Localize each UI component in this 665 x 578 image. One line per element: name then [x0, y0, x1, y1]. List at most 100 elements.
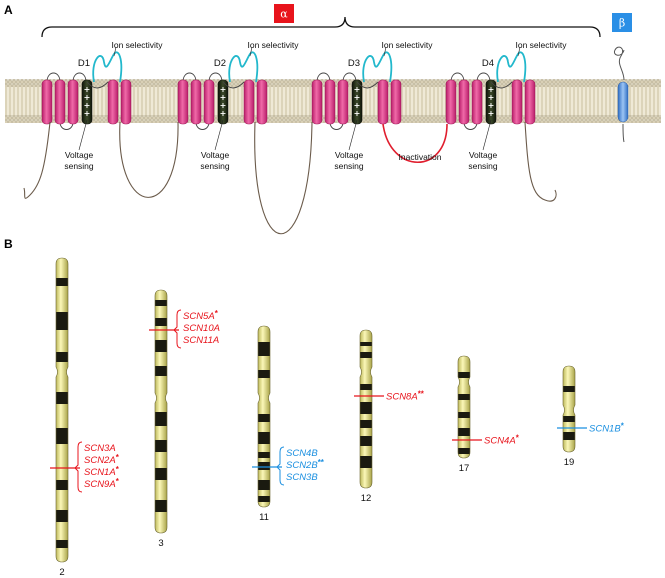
chromosome-band — [258, 370, 270, 378]
sensing-label: sensing — [334, 161, 364, 171]
voltage-label: Voltage — [469, 150, 498, 160]
intracellular-linker — [119, 121, 179, 198]
transmembrane-helix — [177, 79, 189, 125]
inactivation-label: Inactivation — [399, 152, 442, 162]
pore-loop — [362, 51, 393, 83]
chromosome-number: 17 — [459, 463, 470, 474]
chromosome-band — [56, 510, 68, 522]
gene-label: SCN11A — [183, 335, 219, 346]
positive-charge: + — [354, 93, 361, 102]
ion-selectivity-label: Ion selectivity — [381, 40, 433, 50]
chromosome-band — [458, 428, 470, 436]
positive-charge: + — [84, 109, 91, 118]
positive-charge: + — [488, 93, 495, 102]
chromosome-band — [155, 300, 167, 306]
chromosome-band — [258, 414, 270, 422]
chromosome-number: 2 — [59, 567, 64, 578]
chromosome-band — [258, 496, 270, 502]
transmembrane-helix — [524, 79, 536, 125]
gene-label: SCN9A* — [84, 477, 120, 490]
alpha-symbol: α — [280, 8, 288, 21]
pore-loop — [92, 51, 123, 83]
sensing-label: sensing — [64, 161, 94, 171]
gene-bracket — [173, 309, 182, 349]
chromosome-band — [360, 352, 372, 358]
beta-subunit — [613, 46, 629, 143]
ion-selectivity-label: Ion selectivity — [247, 40, 299, 50]
chromosome-band — [258, 452, 270, 458]
chromosome-band — [155, 340, 167, 352]
gene-label: SCN2A* — [84, 453, 120, 466]
chromosome-body — [458, 356, 470, 458]
domain-label: D2 — [214, 58, 226, 69]
gene-label: SCN1B* — [589, 422, 625, 435]
chromosome-ideograms: 2SCN3ASCN2A*SCN1A*SCN9A*3SCN5A*SCN10ASCN… — [50, 257, 625, 578]
positive-charge: + — [488, 101, 495, 110]
chromosome-band — [258, 342, 270, 356]
domain-label: D3 — [348, 58, 360, 69]
domain-3: ++++ — [254, 51, 402, 235]
chromosome-band — [258, 480, 270, 490]
positive-charge: + — [84, 93, 91, 102]
chromosome-band — [56, 352, 68, 362]
transmembrane-helix — [390, 79, 402, 125]
gene-label: SCN3A — [84, 443, 116, 454]
voltage-label: Voltage — [65, 150, 94, 160]
gene-label: SCN5A* — [183, 309, 219, 322]
chromosome-band — [56, 540, 68, 548]
n-terminus — [23, 121, 51, 199]
chromosome-band — [360, 456, 372, 468]
voltage-sensor-s4-helix — [81, 79, 93, 125]
panel-a-label: A — [4, 3, 13, 17]
chromosome-band — [56, 428, 68, 444]
chromosome-band — [458, 412, 470, 418]
alpha-brace — [41, 16, 601, 38]
chromosome-band — [360, 436, 372, 446]
chromosome-band — [563, 432, 575, 440]
positive-charge: + — [84, 85, 91, 94]
transmembrane-helix — [41, 79, 53, 125]
chromosome-number: 19 — [564, 457, 575, 468]
chromosome-number: 3 — [158, 538, 163, 549]
chromosome-band — [155, 318, 167, 326]
chromosome-number: 12 — [361, 493, 372, 504]
transmembrane-helix — [377, 79, 389, 125]
chromosome-band — [563, 386, 575, 392]
positive-charge: + — [220, 93, 227, 102]
voltage-label: Voltage — [201, 150, 230, 160]
gene-label: SCN4A* — [484, 434, 520, 447]
gene-label: SCN2B** — [286, 458, 325, 471]
transmembrane-helix — [458, 79, 470, 125]
transmembrane-helix — [243, 79, 255, 125]
domain-label: D4 — [482, 58, 494, 69]
transmembrane-helix — [120, 79, 132, 125]
positive-charge: + — [488, 109, 495, 118]
chromosome-band — [155, 500, 167, 512]
gene-label: SCN4B — [286, 448, 318, 459]
voltage-label: Voltage — [335, 150, 364, 160]
voltage-sensor-s4-helix — [351, 79, 363, 125]
gene-label: SCN10A — [183, 323, 220, 334]
chromosome-number: 11 — [259, 512, 269, 523]
chromosome-band — [360, 420, 372, 428]
positive-charge: + — [84, 101, 91, 110]
positive-charge: + — [220, 101, 227, 110]
transmembrane-helix — [511, 79, 523, 125]
c-terminus — [524, 121, 557, 202]
chromosome-body — [155, 290, 167, 533]
gene-label: SCN3B — [286, 472, 318, 483]
chromosome-band — [360, 402, 372, 414]
sensing-label: sensing — [468, 161, 498, 171]
chromosome-band — [258, 462, 270, 470]
sensing-label: sensing — [200, 161, 230, 171]
transmembrane-helix — [337, 79, 349, 125]
pore-loop — [228, 51, 259, 83]
transmembrane-helix — [324, 79, 336, 125]
positive-charge: + — [488, 85, 495, 94]
ion-selectivity-label: Ion selectivity — [111, 40, 163, 50]
transmembrane-helix — [107, 79, 119, 125]
